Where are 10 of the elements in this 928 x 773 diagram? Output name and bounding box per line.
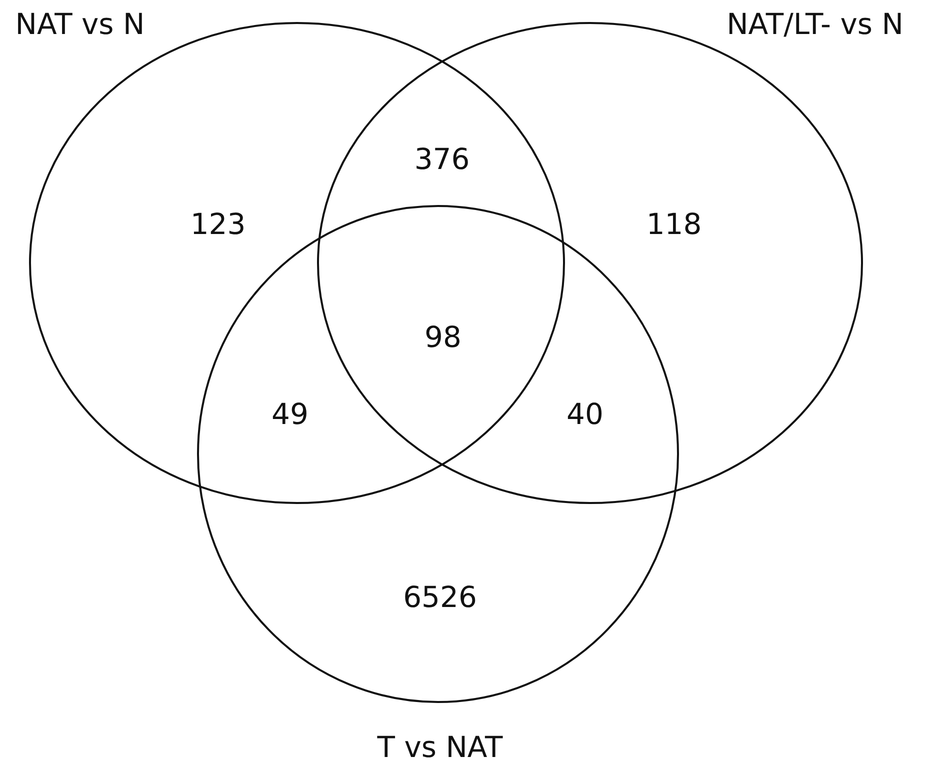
- region-count: 98: [424, 322, 462, 354]
- region-count: 6526: [403, 582, 477, 614]
- region-count: 376: [414, 144, 470, 176]
- region-count: 118: [646, 209, 702, 241]
- region-count: 49: [272, 399, 308, 431]
- region-count: 40: [566, 399, 604, 431]
- set-label: NAT vs N: [15, 9, 145, 41]
- set-label: NAT/LT- vs N: [726, 9, 904, 41]
- region-count: 123: [190, 209, 246, 241]
- set-label: T vs NAT: [377, 732, 503, 764]
